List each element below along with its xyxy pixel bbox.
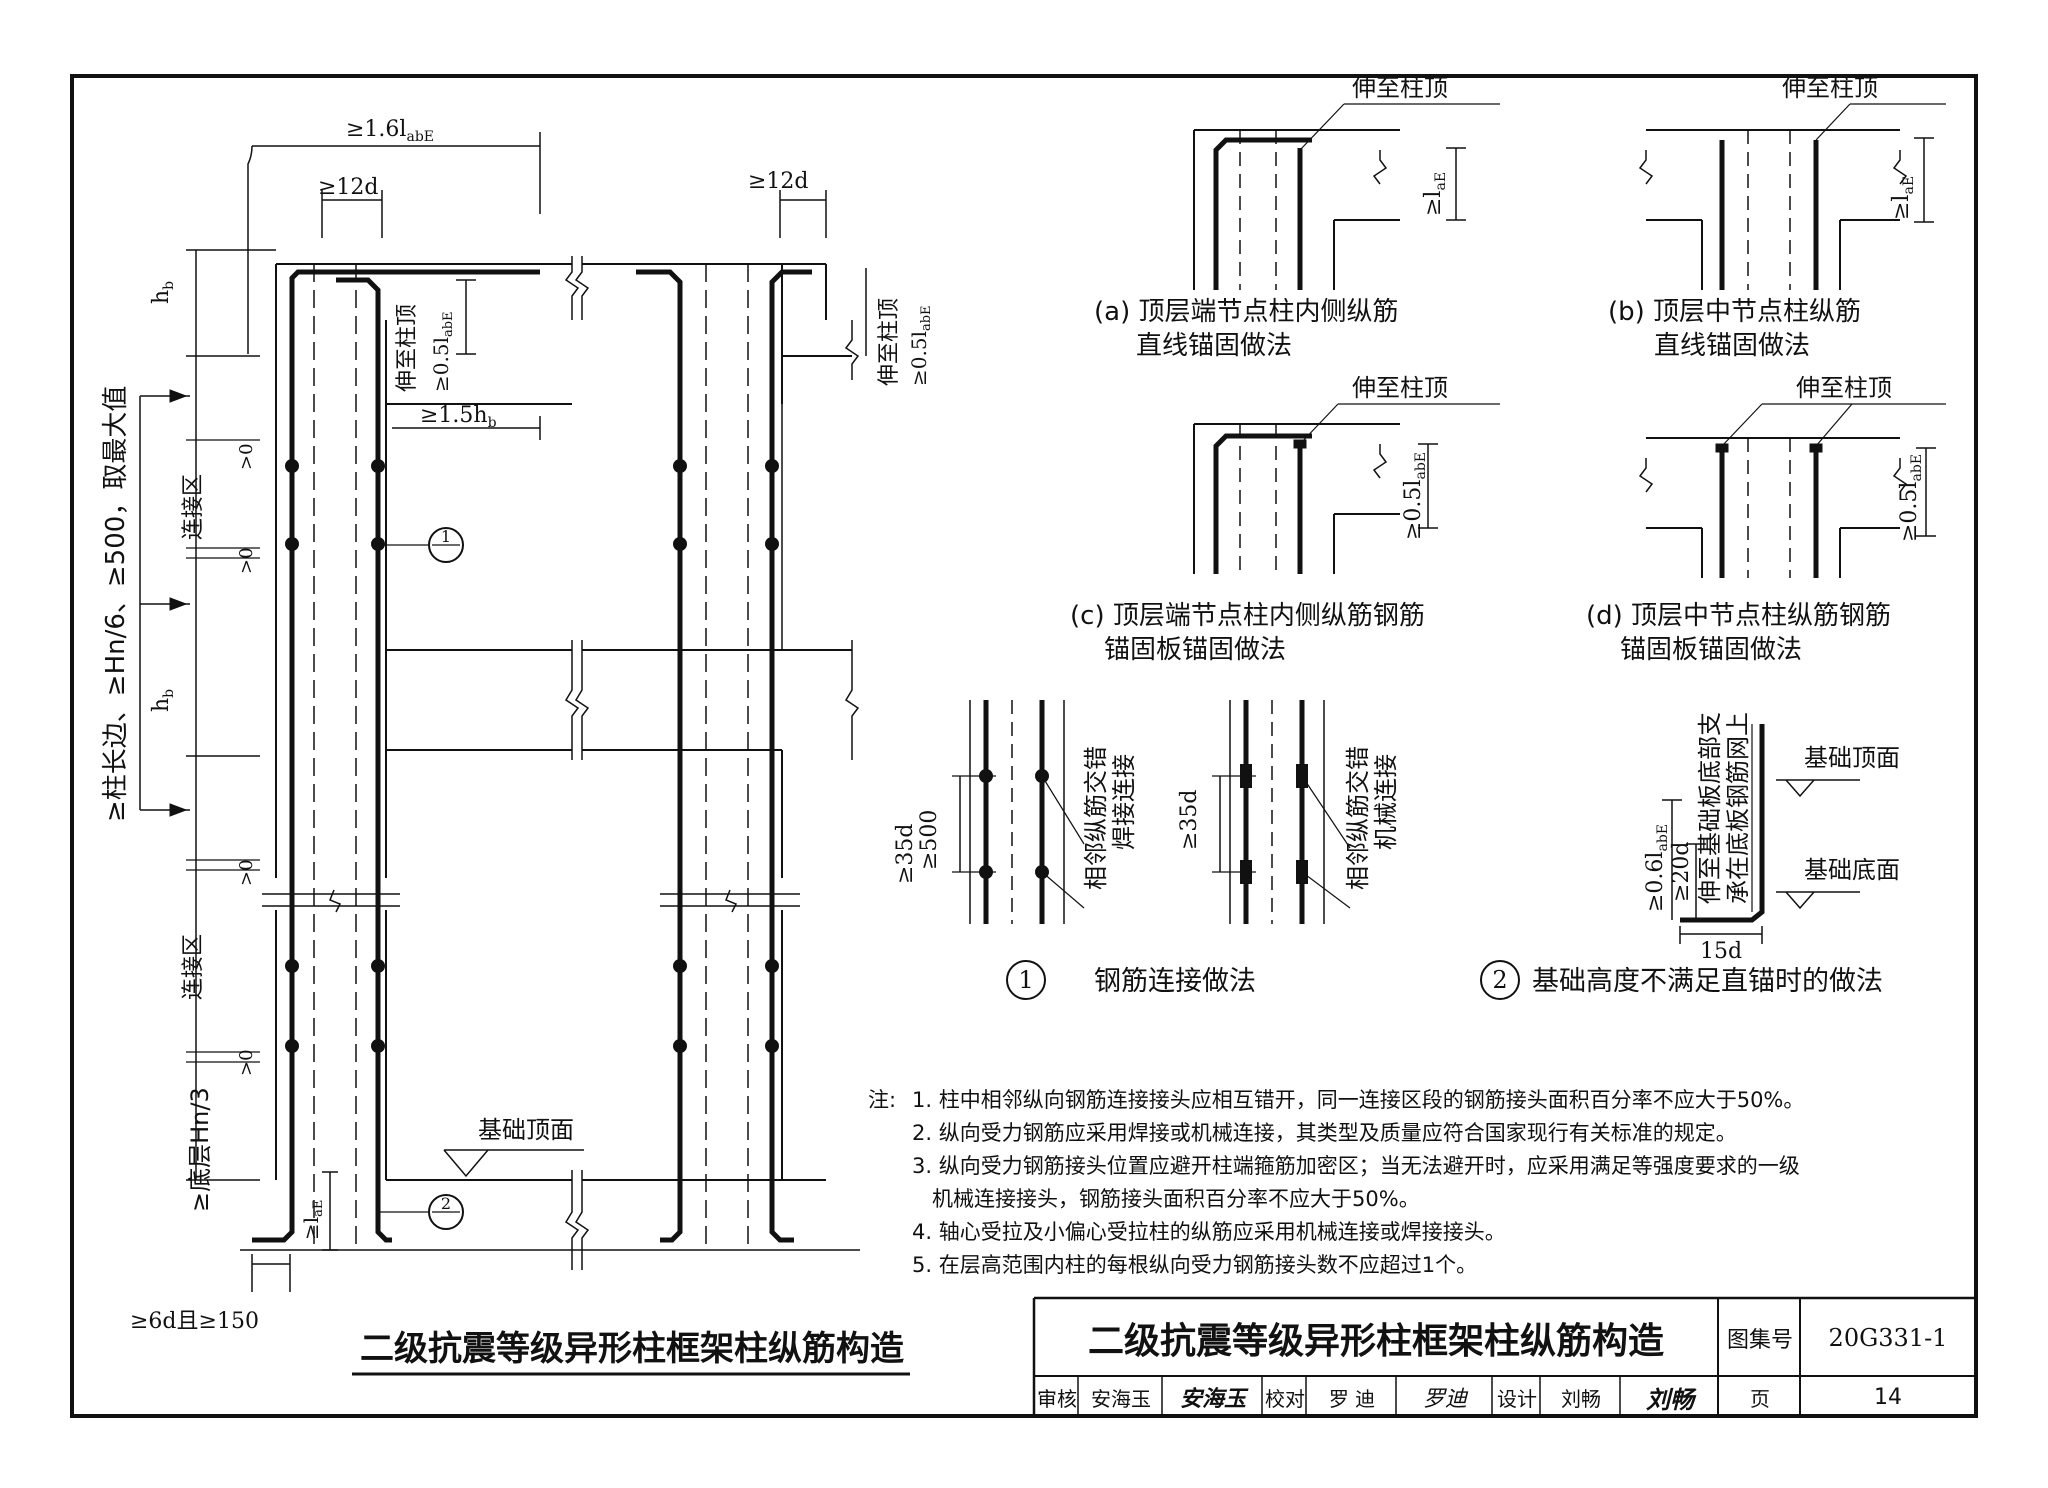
foundation-20d: ≥20d [1669,841,1694,902]
left-dim-long: ≥柱长边、≥Hn/6、≥500，取最大值 [101,386,131,822]
hb-mid: hb [149,689,177,712]
detail-c-caption-2: 锚固板锚固做法 [1104,635,1286,665]
design-label: 设计 [1497,1386,1537,1411]
detail-b-caption-1: (b) 顶层中节点柱纵筋 [1608,297,1861,327]
foundation-bottom: 基础底面 [1804,856,1900,884]
caption-1: 钢筋连接做法 [1094,966,1256,997]
notes-prefix: 注: [868,1088,897,1112]
connection-points [285,459,779,1053]
connection-zone-top: 连接区 [181,474,206,540]
sheet-title: 二级抗震等级异形柱框架柱纵筋构造 [1087,1321,1664,1362]
detail-c-top-label: 伸至柱顶 [1352,374,1448,402]
caption-2: 基础高度不满足直锚时的做法 [1532,966,1883,997]
main-column-diagram [139,132,867,1292]
weld-connection-figure [952,700,1085,924]
gt0-a: >0 [236,443,257,470]
detail-b-caption-2: 直线锚固做法 [1654,331,1810,361]
note-5: 5. 在层高范围内柱的每根纵向受力钢筋接头数不应超过1个。 [912,1253,1478,1277]
detail-b-top-label: 伸至柱顶 [1782,74,1878,102]
weld-dim-1: ≥35d [893,823,918,884]
bottom-hn3: ≥底层Hn/3 [186,1087,214,1212]
weld-dim-2: ≥500 [917,810,942,870]
atlas-label: 图集号 [1726,1328,1793,1353]
design-name: 刘畅 [1561,1386,1601,1411]
lae-bottom: ≥laE [299,1200,326,1240]
page-label: 页 [1750,1386,1770,1411]
dim-15hb: ≥1.5hb [420,403,497,431]
check-name: 罗 迪 [1328,1386,1376,1411]
detail-c-figure [1193,403,1500,574]
gt0-b: >0 [236,547,257,574]
bottom-6d: ≥6d且≥150 [130,1309,259,1334]
stretch-05labe-left: ≥0.5labE [429,311,456,392]
note-3: 3. 纵向受力钢筋接头位置应避开柱端箍筋加密区；当无法避开时，应采用满足等强度要… [912,1154,1800,1178]
caption-1-circle [1006,960,1046,1000]
dim-16labe: ≥1.6labE [346,117,434,145]
detail-b-figure [1638,103,1946,290]
stretch-05labe-right: ≥0.5labE [907,305,934,386]
foundation-label-2: 承在底板钢筋网上 [1724,712,1752,904]
design-signature: 刘畅 [1646,1385,1694,1414]
drawing-title: 二级抗震等级异形柱框架柱纵筋构造 [360,1328,904,1369]
mech-couplers [1240,764,1308,884]
check-label: 校对 [1265,1386,1305,1411]
foundation-top: 基础顶面 [1804,744,1900,772]
detail-a-top-label: 伸至柱顶 [1352,74,1448,102]
mech-label-2: 机械连接 [1372,754,1400,850]
stretch-top-left: 伸至柱顶 [395,304,420,392]
marker-1: 1 [441,527,451,546]
review-label: 审核 [1037,1386,1077,1411]
hb-top: hb [149,281,177,304]
foundation-15d: 15d [1700,939,1742,964]
detail-c-labe: ≥0.5labE [1401,452,1429,540]
caption-1-num: 1 [1018,966,1033,994]
detail-d-figure [1638,403,1946,578]
foundation-label-1: 伸至基础板底部支 [1696,712,1724,904]
note-2: 2. 纵向受力钢筋应采用焊接或机械连接，其类型及质量应符合国家现行有关标准的规定… [912,1121,1737,1145]
foundation-top-label: 基础顶面 [478,1116,574,1144]
detail-a-caption-2: 直线锚固做法 [1136,331,1292,361]
weld-label-1: 相邻纵筋交错 [1082,746,1110,890]
stretch-top-right: 伸至柱顶 [877,298,902,386]
detail-a-figure [1193,103,1500,290]
caption-2-circle [1480,960,1520,1000]
check-signature: 罗迪 [1422,1387,1467,1412]
review-name: 安海玉 [1091,1386,1151,1411]
detail-d-labe: ≥0.5labE [1897,454,1925,542]
atlas-no: 20G331-1 [1828,1324,1948,1352]
detail-d-top-label: 伸至柱顶 [1796,374,1892,402]
page-no: 14 [1874,1384,1902,1410]
mech-label-1: 相邻纵筋交错 [1344,746,1372,890]
title-block-lines [352,1296,1976,1416]
gt0-c: >0 [236,859,257,886]
gt0-d: >0 [236,1049,257,1076]
detail-a-caption-1: (a) 顶层端节点柱内侧纵筋 [1094,297,1399,327]
weld-dots [979,769,1049,879]
weld-label-2: 焊接连接 [1110,754,1138,850]
detail-a-lae: ≥laE [1421,172,1449,216]
marker-2: 2 [441,1194,451,1213]
review-signature: 安海玉 [1179,1387,1246,1412]
dim-12d-left: ≥12d [318,175,379,200]
connection-zone-bottom: 连接区 [181,934,206,1000]
foundation-06labe: ≥0.6labE [1643,824,1671,912]
caption-2-num: 2 [1492,966,1507,994]
mech-connection-figure [1212,700,1351,924]
detail-c-caption-1: (c) 顶层端节点柱内侧纵筋钢筋 [1070,601,1425,631]
notes-block: 注: [868,1084,896,1117]
mech-dim: ≥35d [1177,789,1202,850]
detail-d-caption-1: (d) 顶层中节点柱纵筋钢筋 [1586,601,1891,631]
dim-12d-right: ≥12d [748,169,809,194]
foundation-detail-figure [1662,724,1860,944]
note-3b: 机械连接接头，钢筋接头面积百分率不应大于50%。 [912,1187,1420,1211]
note-1: 1. 柱中相邻纵向钢筋连接接头应相互错开，同一连接区段的钢筋接头面积百分率不应大… [912,1088,1805,1112]
sheet-border [70,74,1978,1418]
detail-b-lae: ≥laE [1889,176,1917,220]
detail-d-caption-2: 锚固板锚固做法 [1620,635,1802,665]
note-4: 4. 轴心受拉及小偏心受拉柱的纵筋应采用机械连接或焊接接头。 [912,1220,1506,1244]
